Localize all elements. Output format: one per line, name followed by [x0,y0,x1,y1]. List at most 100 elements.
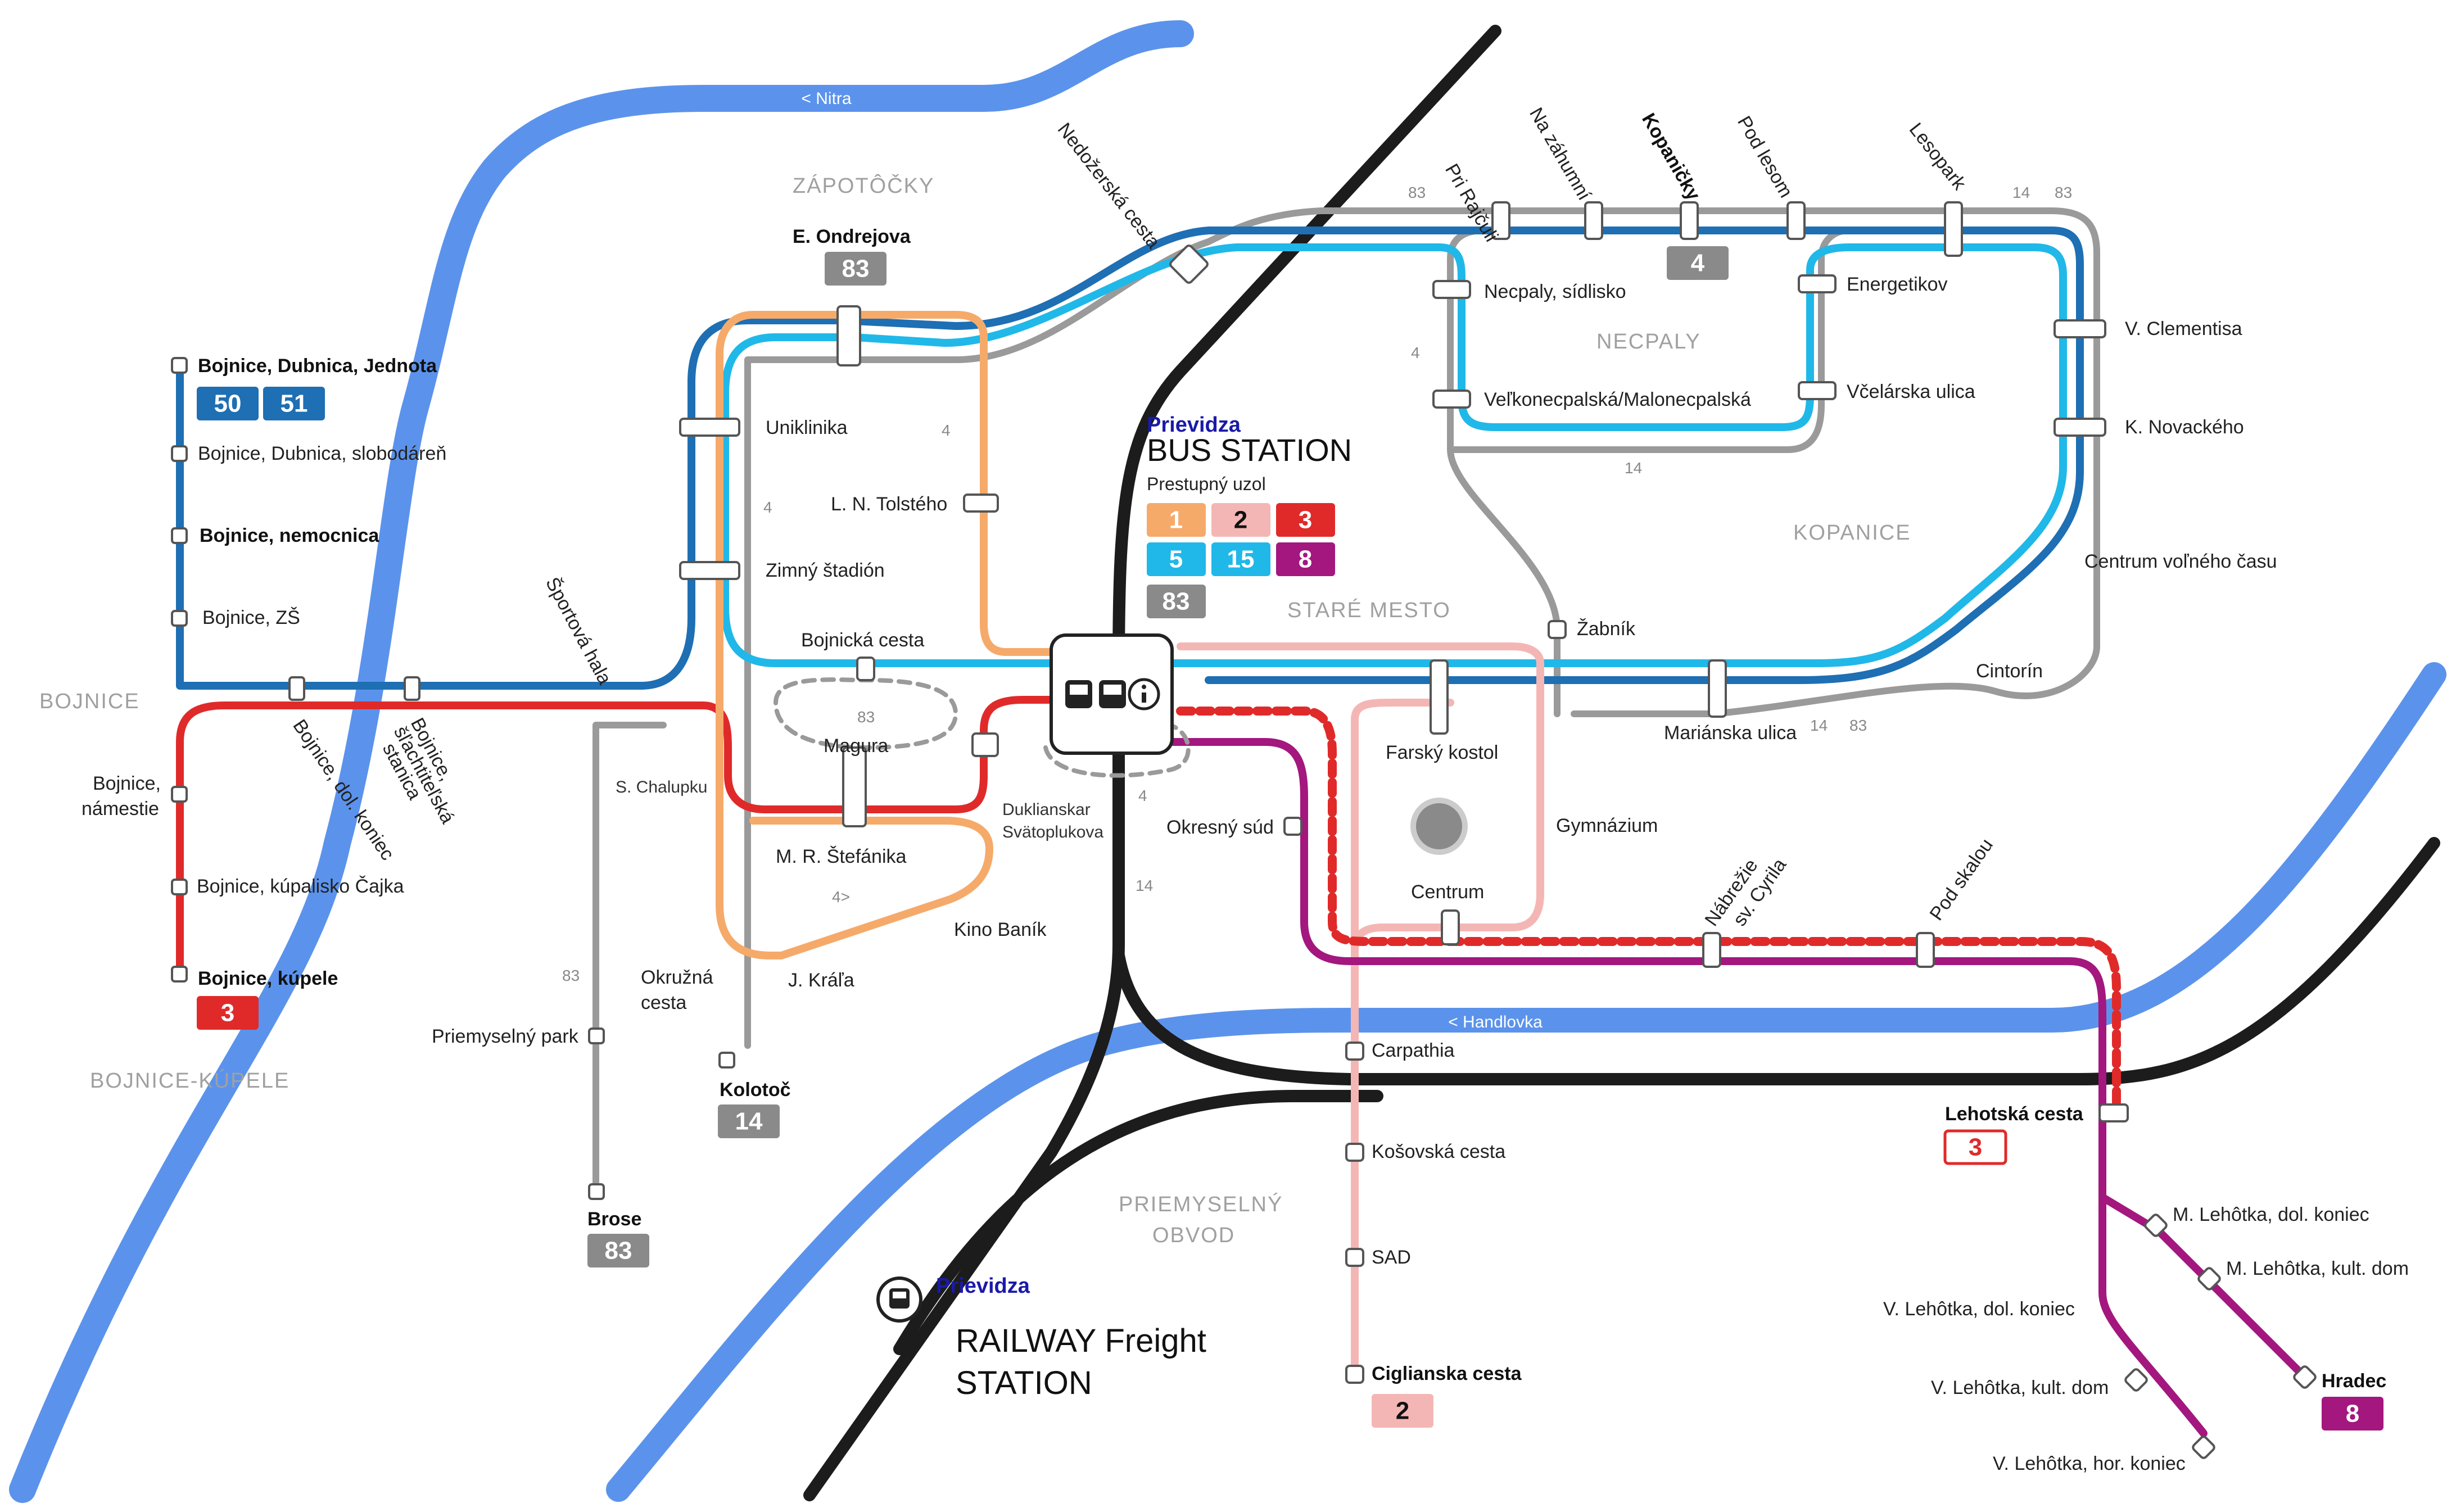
stop-marker[interactable] [1430,659,1449,735]
stop-bojnicka-cesta[interactable]: Bojnická cesta [801,630,924,651]
stop-v-clementisa[interactable]: V. Clementisa [2125,318,2242,339]
stop-kopanicky[interactable]: Kopaničky [1638,110,1704,204]
stop-marker[interactable] [404,676,420,701]
stop-marker[interactable] [1491,201,1510,240]
stop-farsky-kostol[interactable]: Farský kostol [1386,742,1498,763]
stop-marianska[interactable]: Mariánska ulica [1664,722,1797,744]
stop-bojnice-namestie-1[interactable]: Bojnice, [93,773,161,794]
stop-brose[interactable]: Brose [587,1208,641,1230]
stop-v-lehotka-kult[interactable]: V. Lehôtka, kult. dom [1931,1377,2109,1398]
stop-ln-tolsteho[interactable]: L. N. Tolstého [831,494,947,515]
stop-kolotoc[interactable]: Kolotoč [720,1079,791,1101]
stop-marker[interactable] [1432,390,1471,409]
stop-sad[interactable]: SAD [1372,1247,1411,1268]
stop-pod-skalou[interactable]: Pod skalou [1925,835,1997,925]
stop-m-lehotka-dol[interactable]: M. Lehôtka, dol. koniec [2173,1204,2369,1225]
stop-marker[interactable] [588,1027,605,1044]
stop-bojnice-kupele[interactable]: Bojnice, kúpele [198,968,338,989]
stop-marker[interactable] [963,494,999,513]
stop-bojnice-namestie-2[interactable]: námestie [82,798,159,820]
stop-kosovska[interactable]: Košovská cesta [1372,1141,1505,1162]
stop-marker[interactable] [1798,274,1837,293]
stop-gymnazium[interactable]: Gymnázium [1556,815,1658,836]
stop-uniklinika[interactable]: Uniklinika [766,417,848,438]
stop-marker[interactable] [1548,620,1567,639]
stop-marker[interactable] [171,527,188,544]
stop-okruzna-1[interactable]: Okružná [641,967,713,988]
stop-cintorin[interactable]: Cintorín [1976,660,2043,682]
stop-marker[interactable] [1916,932,1935,968]
bus-station-marker[interactable] [1050,633,1174,755]
stop-bojnice-dubnica-jednota[interactable]: Bojnice, Dubnica, Jednota [198,355,437,377]
stop-v-lehotka-dol[interactable]: V. Lehôtka, dol. koniec [1883,1298,2075,1320]
stop-ciglianska[interactable]: Ciglianska cesta [1372,1363,1522,1384]
stop-v-lehotka-hor[interactable]: V. Lehôtka, hor. koniec [1993,1453,2186,1474]
stop-k-novackeho[interactable]: K. Novackého [2125,417,2244,438]
stop-j-krala[interactable]: J. Kráľa [788,970,854,991]
stop-zabnik[interactable]: Žabník [1577,618,1636,640]
stop-marker[interactable] [171,445,188,462]
stop-bojnice-dubnica-slobodaren[interactable]: Bojnice, Dubnica, slobodáreň [198,443,446,464]
stop-magura[interactable]: Magura [824,735,888,757]
stop-vcelarska[interactable]: Včelárska ulica [1847,381,1975,402]
stop-marker[interactable] [171,357,188,374]
stop-marker[interactable] [2098,1103,2129,1122]
stop-marker[interactable] [1345,1248,1364,1267]
stop-marker[interactable] [1441,909,1460,945]
stop-marker[interactable] [1944,201,1963,257]
stop-marker[interactable] [2197,1267,2221,1291]
stop-marker[interactable] [1798,381,1837,400]
stop-nedozerska[interactable]: Nedožerská cesta [1053,119,1165,253]
railway-station-marker[interactable] [876,1276,922,1323]
stop-marker[interactable] [1345,1143,1364,1162]
stop-energetikov[interactable]: Energetikov [1847,274,1948,295]
stop-velkonecpalska[interactable]: Veľkonecpalská/Malonecpalská [1484,389,1751,410]
stop-marker[interactable] [718,1052,735,1069]
stop-lesopark[interactable]: Lesopark [1905,119,1971,194]
stop-marker[interactable] [2293,1365,2317,1389]
stop-marker[interactable] [1283,817,1302,836]
stop-marker[interactable] [1432,280,1471,299]
stop-okresny-sud[interactable]: Okresný súd [1166,817,1274,838]
stop-marker[interactable] [1169,245,1209,284]
stop-marker[interactable] [1708,659,1727,718]
stop-hradec[interactable]: Hradec [2322,1370,2386,1392]
stop-marker[interactable] [679,561,740,580]
stop-centrum-volneho[interactable]: Centrum voľného času [2084,551,2277,572]
stop-duklianskar-1[interactable]: Duklianskar [1002,800,1091,819]
stop-priemyselny-park[interactable]: Priemyselný park [432,1026,579,1047]
stop-marker[interactable] [679,418,740,437]
stop-marker[interactable] [2144,1214,2168,1237]
stop-bojnice-kupalisko[interactable]: Bojnice, kúpalisko Čajka [197,876,404,897]
stop-lehotska[interactable]: Lehotská cesta [1945,1103,2084,1125]
stop-marker[interactable] [1786,201,1806,240]
stop-centrum[interactable]: Centrum [1411,881,1484,903]
stop-marker[interactable] [971,732,999,757]
stop-m-lehotka-kult[interactable]: M. Lehôtka, kult. dom [2226,1258,2409,1279]
stop-e-ondrejova[interactable]: E. Ondrejova [793,226,911,247]
stop-carpathia[interactable]: Carpathia [1372,1040,1455,1061]
stop-marker[interactable] [1345,1365,1364,1384]
stop-bojnice-zs[interactable]: Bojnice, ZŠ [202,607,300,628]
stop-marker[interactable] [856,657,875,681]
stop-marker[interactable] [171,786,188,803]
stop-zimny-stadion[interactable]: Zimný štadión [766,560,885,581]
stop-marker[interactable] [171,610,188,627]
stop-pod-lesom[interactable]: Pod lesom [1733,112,1797,201]
stop-necpaly-sidlisko[interactable]: Necpaly, sídlisko [1484,281,1626,302]
stop-s-chalupku[interactable]: S. Chalupku [616,778,707,796]
stop-marker[interactable] [842,746,867,827]
stop-marker[interactable] [2054,319,2106,338]
stop-marker[interactable] [171,879,188,895]
stop-marker[interactable] [1584,201,1603,240]
stop-okruzna-2[interactable]: cesta [641,992,686,1013]
stop-marker[interactable] [2124,1368,2148,1392]
stop-marker[interactable] [171,966,188,983]
stop-marker[interactable] [288,676,305,701]
stop-na-zahumni[interactable]: Na záhumní [1525,104,1595,204]
stop-mr-stefanika[interactable]: M. R. Štefánika [776,846,907,867]
stop-sportova-hala[interactable]: Športová hala [541,574,616,688]
stop-marker[interactable] [588,1183,605,1200]
stop-kino-banik[interactable]: Kino Baník [954,919,1047,940]
stop-marker[interactable] [1680,201,1699,240]
